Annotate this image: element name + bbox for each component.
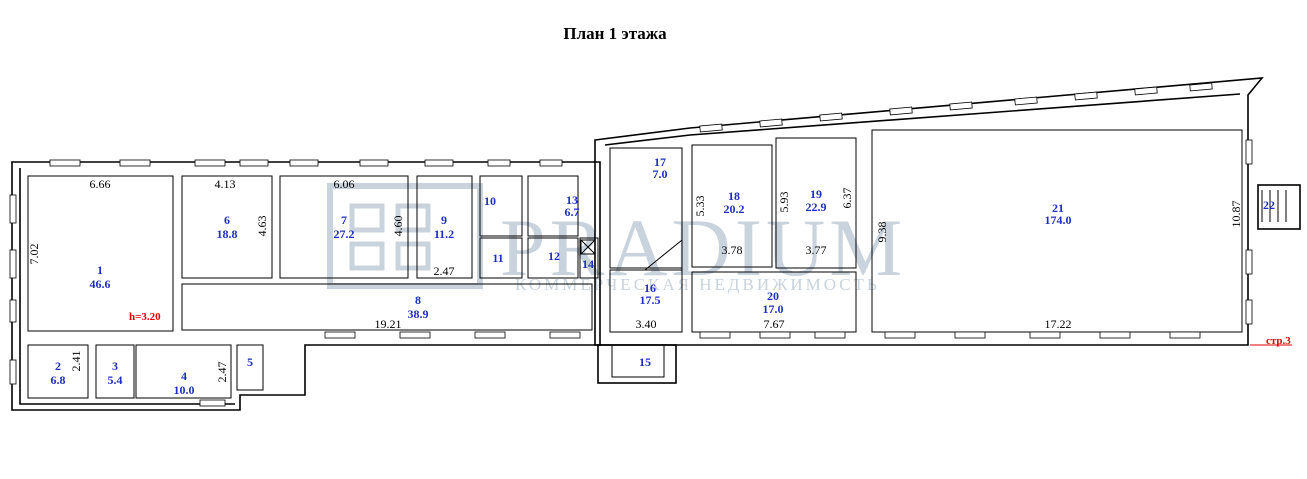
room-18-number: 18 — [728, 189, 740, 203]
dim-label: 4.60 — [391, 216, 405, 237]
dim-label: 6.37 — [840, 188, 854, 209]
room-16-number: 16 — [644, 281, 656, 295]
dim-label: 3.78 — [722, 243, 743, 257]
dim-label: 3.77 — [806, 243, 827, 257]
room-5-number: 5 — [247, 355, 253, 369]
page-reference: стр.3 — [1266, 335, 1291, 347]
room-16-area: 17.5 — [640, 293, 661, 307]
dim-label: 6.66 — [90, 177, 111, 191]
room-22-number: 22 — [1263, 198, 1275, 212]
dim-label: 10.87 — [1229, 201, 1243, 228]
room-21-area: 174.0 — [1045, 213, 1072, 227]
dim-label: 7.02 — [27, 244, 41, 265]
room-1-number: 1 — [97, 263, 103, 277]
room-17-number: 17 — [654, 155, 666, 169]
room-3-area: 5.4 — [108, 373, 123, 387]
room-19-number: 19 — [810, 187, 822, 201]
dim-label: 17.22 — [1045, 317, 1072, 331]
room-8-area: 38.9 — [408, 307, 429, 321]
watermark-tagline: КОММЕРЧЕСКАЯ НЕДВИЖИМОСТЬ — [515, 275, 880, 294]
plan-title: План 1 этажа — [563, 24, 667, 43]
room-6-number: 6 — [224, 213, 230, 227]
ceiling-height-note: h=3.20 — [129, 311, 161, 323]
room-12-number: 12 — [548, 249, 560, 263]
dimension-labels: 6.66 7.02 4.13 4.63 6.06 4.60 2.47 19.21… — [27, 177, 1243, 383]
room-11-number: 11 — [492, 251, 503, 265]
room-10-number: 10 — [484, 194, 496, 208]
room-8-number: 8 — [415, 293, 421, 307]
room-labels: 1 46.6 2 6.8 3 5.4 4 10.0 5 6 18.8 7 27.… — [51, 155, 1276, 397]
room-20-number: 20 — [767, 289, 779, 303]
room-13-number: 13 — [566, 193, 578, 207]
dim-label: 4.63 — [255, 216, 269, 237]
dim-label: 6.06 — [334, 177, 355, 191]
room-2-area: 6.8 — [51, 373, 66, 387]
dim-label: 7.67 — [764, 317, 785, 331]
room-15-number: 15 — [639, 355, 651, 369]
room-7-number: 7 — [341, 213, 347, 227]
room-13-area: 6.7 — [565, 205, 580, 219]
dim-label: 5.93 — [777, 192, 791, 213]
dim-label: 2.47 — [215, 362, 229, 383]
room-17-area: 7.0 — [653, 167, 668, 181]
dim-label: 2.47 — [434, 264, 455, 278]
walls — [11, 77, 1301, 411]
room-18-area: 20.2 — [724, 202, 745, 216]
room-3-number: 3 — [112, 359, 118, 373]
dim-label: 19.21 — [375, 317, 402, 331]
dim-label: 5.33 — [693, 196, 707, 217]
dim-label: 2.41 — [69, 351, 83, 372]
room-6-area: 18.8 — [217, 227, 238, 241]
room-1-area: 46.6 — [90, 277, 111, 291]
dim-label: 4.13 — [215, 177, 236, 191]
room-7-area: 27.2 — [334, 227, 355, 241]
room-14-number: 14 — [582, 257, 594, 271]
room-20-area: 17.0 — [763, 302, 784, 316]
dim-label: 3.40 — [636, 317, 657, 331]
room-4-area: 10.0 — [174, 383, 195, 397]
room-outlines — [27, 129, 1287, 399]
room-19-area: 22.9 — [806, 200, 827, 214]
room-21-number: 21 — [1052, 201, 1064, 215]
dim-label: 9.38 — [875, 222, 889, 243]
room-9-number: 9 — [441, 213, 447, 227]
room-2-number: 2 — [55, 359, 61, 373]
room-9-area: 11.2 — [434, 227, 454, 241]
room-4-number: 4 — [181, 369, 187, 383]
windows — [9, 82, 1253, 407]
